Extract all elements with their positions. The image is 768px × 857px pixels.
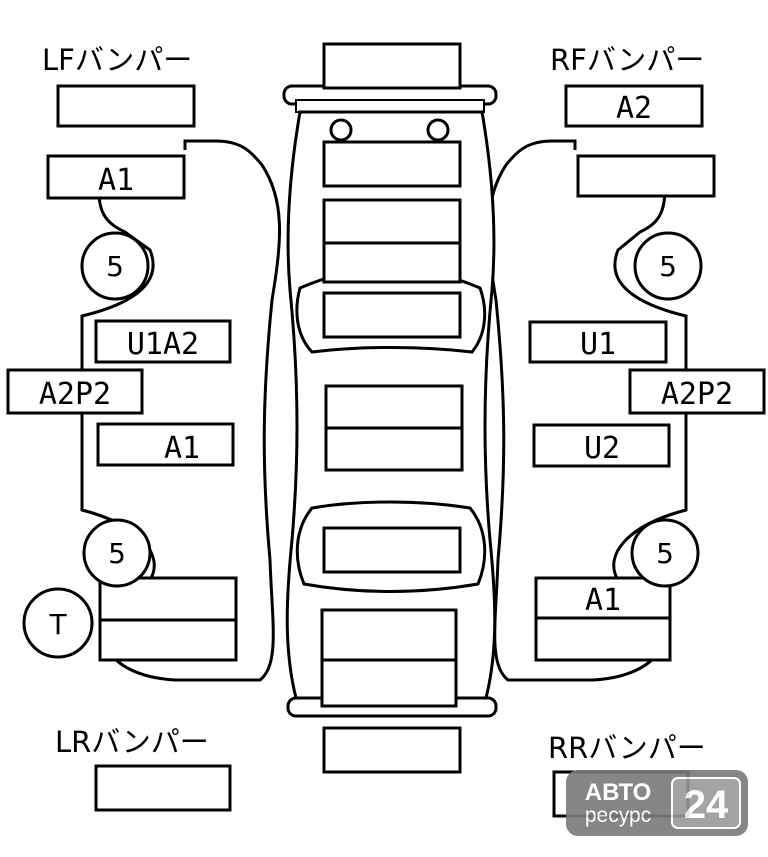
left-fender-value: A1 <box>98 163 134 198</box>
right-front-door-box[interactable]: U1 <box>528 320 668 364</box>
watermark-line1: АВТО <box>585 779 651 806</box>
trunk-box[interactable] <box>320 608 458 708</box>
lf-bumper-box[interactable] <box>56 84 196 128</box>
left-rear-wheel-value: 5 <box>108 537 126 570</box>
lf-bumper-label: LFバンパー <box>42 43 192 77</box>
left-pillar-value: A2P2 <box>39 377 111 412</box>
right-rear-wheel-value: 5 <box>656 537 674 570</box>
left-rear-door-box[interactable]: A1 <box>96 422 235 467</box>
left-front-door-value: U1A2 <box>127 327 199 362</box>
right-quarter-upper-value: A1 <box>585 583 621 618</box>
left-tire-marker-value: T <box>48 608 67 641</box>
left-pillar-box[interactable]: A2P2 <box>6 368 144 415</box>
left-front-door-box[interactable]: U1A2 <box>94 319 232 364</box>
watermark-line2: ресурс <box>585 804 651 827</box>
right-rear-door-value: U2 <box>584 431 620 466</box>
right-pillar-value: A2P2 <box>661 377 733 412</box>
left-rear-door-value: A1 <box>164 431 200 466</box>
right-front-door-value: U1 <box>580 327 616 362</box>
right-pillar-box[interactable]: A2P2 <box>628 368 766 415</box>
windshield-box[interactable] <box>322 291 462 339</box>
roof-box[interactable] <box>324 384 464 472</box>
avtoresurs-watermark-logo: АВТО ресурс 24 <box>566 770 748 836</box>
left-front-wheel-value: 5 <box>106 250 124 283</box>
left-rear-wheel[interactable]: 5 <box>82 518 152 588</box>
lr-bumper-box[interactable] <box>94 764 232 812</box>
right-front-wheel-value: 5 <box>659 250 677 283</box>
right-quarter-box[interactable]: A1 <box>534 576 672 662</box>
left-quarter-box[interactable] <box>98 576 238 662</box>
right-rear-door-box[interactable]: U2 <box>532 423 671 468</box>
front-bumper-center-box[interactable] <box>322 42 462 90</box>
left-fender-box[interactable]: A1 <box>46 154 186 200</box>
left-side-outline <box>80 139 281 682</box>
lr-bumper-label: LRバンパー <box>55 725 209 759</box>
watermark-digits: 24 <box>684 783 729 827</box>
left-tire-marker[interactable]: T <box>22 587 94 659</box>
rf-bumper-label: RFバンパー <box>550 43 704 77</box>
right-front-wheel[interactable]: 5 <box>633 231 703 301</box>
rf-bumper-box[interactable]: A2 <box>564 84 704 128</box>
rr-bumper-label: RRバンパー <box>548 731 706 765</box>
hood-lower-box[interactable] <box>322 198 462 284</box>
right-fender-box[interactable] <box>576 154 716 198</box>
rear-bumper-center-box[interactable] <box>322 726 462 774</box>
left-front-wheel[interactable]: 5 <box>80 231 150 301</box>
rear-window-box[interactable] <box>322 526 462 574</box>
rf-bumper-value: A2 <box>616 91 652 126</box>
right-rear-wheel[interactable]: 5 <box>630 518 700 588</box>
hood-upper-box[interactable] <box>322 140 462 188</box>
